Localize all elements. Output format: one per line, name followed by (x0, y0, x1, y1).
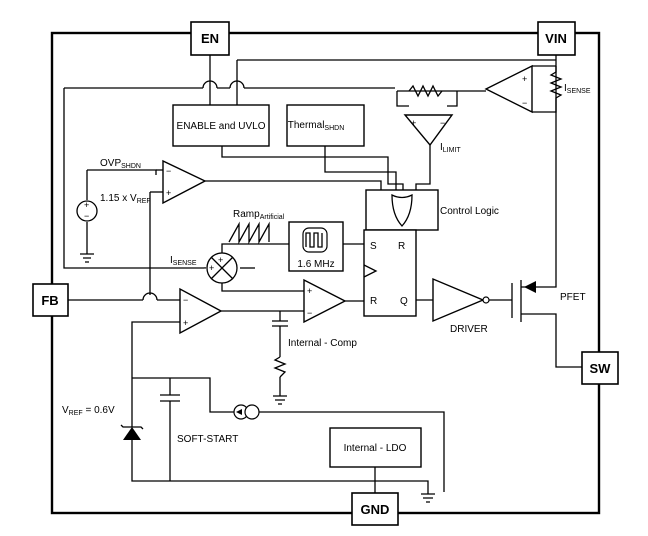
isense-sum-sub: SENSE (173, 260, 197, 267)
limit-resistor (408, 84, 443, 98)
latch-r-bottom-label: R (370, 296, 377, 307)
clock-triangle-icon (363, 264, 378, 278)
svg-text:OVPSHDN: OVPSHDN (100, 158, 141, 170)
isense-vin-label: I (564, 83, 567, 94)
svg-text:−: − (522, 98, 527, 108)
summing-node: + + (206, 252, 238, 284)
error-amplifier: − + (179, 287, 223, 335)
oscillator-block: 1.6 MHz (288, 221, 344, 272)
pin-vin: VIN (537, 21, 576, 56)
pin-vin-label: VIN (545, 31, 567, 46)
pfet-label: PFET (560, 292, 586, 303)
pin-gnd-label: GND (361, 502, 390, 517)
enable-uvlo-label: ENABLE and UVLO (177, 121, 266, 132)
current-sense-amplifier: + − (484, 64, 533, 114)
pfet-arrow-icon (524, 281, 536, 293)
control-logic-block: Control Logic (365, 189, 499, 231)
svg-text:+: + (183, 318, 188, 328)
latch-r-top-label: R (398, 241, 405, 252)
ramp-sub: Artificial (260, 214, 285, 221)
svg-text:+: + (209, 263, 214, 273)
svg-text:+: + (411, 118, 416, 128)
svg-text:−: − (84, 211, 89, 221)
vref-sub: REF (69, 410, 83, 417)
pin-gnd: GND (351, 492, 399, 526)
ovp-reference-source: + − (76, 200, 98, 222)
pwm-comparator: + − (303, 278, 347, 324)
svg-text:VREF = 0.6V: VREF = 0.6V (62, 405, 115, 417)
latch-s-label: S (370, 241, 377, 252)
svg-text:+: + (307, 286, 312, 296)
thermal-shdn-block: ThermalSHDN (286, 104, 365, 147)
svg-text:−: − (166, 166, 171, 176)
wiring (63, 55, 582, 503)
pin-en: EN (190, 21, 230, 56)
soft-start-label: SOFT-START (177, 434, 238, 445)
chip-boundary (50, 31, 601, 515)
ilimit-sub: LIMIT (443, 147, 462, 154)
oscillator-label: 1.6 MHz (297, 259, 334, 270)
wire-crossings (142, 80, 245, 301)
svg-text:RampArtificial: RampArtificial (233, 209, 285, 221)
pin-sw-label: SW (590, 361, 612, 376)
internal-comp-label: Internal - Comp (288, 338, 357, 349)
pin-en-label: EN (201, 31, 219, 46)
comp-resistor (273, 356, 287, 378)
svg-text:ISENSE: ISENSE (170, 255, 197, 267)
or-gate-icon (391, 193, 413, 227)
control-logic-label: Control Logic (440, 206, 499, 217)
current-source-icon (230, 404, 263, 420)
svg-text:−: − (440, 118, 445, 128)
sr-latch-block: S R R Q (363, 229, 417, 317)
svg-text:−: − (183, 295, 188, 305)
thermal-label: Thermal (288, 120, 325, 131)
thermal-sub-label: SHDN (324, 125, 344, 132)
sawtooth-ramp-icon (228, 221, 270, 245)
vref-ovp-sub: REF (137, 198, 151, 205)
svg-text:+: + (166, 188, 171, 198)
sense-resistor (549, 66, 563, 112)
ramp-label: Ramp (233, 209, 260, 220)
isense-sum-label: I (170, 255, 173, 266)
ovp-comparator: − + (162, 159, 207, 205)
driver-buffer (432, 277, 490, 323)
vref-label: V (62, 405, 69, 416)
ovp-sub: SHDN (121, 163, 141, 170)
square-wave-icon (305, 232, 323, 248)
svg-text:1.15 x VREF: 1.15 x VREF (100, 193, 151, 205)
pin-fb: FB (32, 283, 69, 317)
driver-label: DRIVER (450, 324, 488, 335)
svg-text:ILIMIT: ILIMIT (440, 142, 461, 154)
reference-zener-icon (120, 424, 144, 440)
svg-text:ThermalSHDN: ThermalSHDN (288, 120, 345, 132)
internal-ldo-label: Internal - LDO (344, 443, 407, 454)
ilimit-amplifier: + − (403, 114, 454, 147)
pin-sw: SW (581, 351, 619, 385)
svg-text:+: + (218, 255, 223, 265)
pin-fb-label: FB (41, 293, 58, 308)
svg-text:+: + (84, 200, 89, 210)
svg-text:−: − (307, 308, 312, 318)
svg-text:ISENSE: ISENSE (564, 83, 591, 95)
isense-vin-sub: SENSE (567, 88, 591, 95)
ovp-label: OVP (100, 158, 121, 169)
vref-value: = 0.6V (83, 405, 115, 416)
latch-q-label: Q (400, 296, 408, 307)
svg-text:+: + (522, 74, 527, 84)
internal-ldo-block: Internal - LDO (329, 427, 422, 468)
vref-ovp-label: 1.15 x V (100, 193, 137, 204)
enable-uvlo-block: ENABLE and UVLO (172, 104, 270, 147)
ilimit-label: I (440, 142, 443, 153)
